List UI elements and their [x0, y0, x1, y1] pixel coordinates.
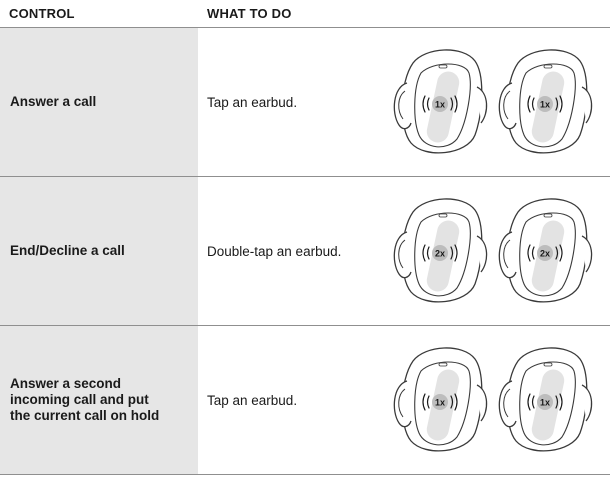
earbud-drawing: 2x: [393, 198, 488, 303]
table-row-end-decline-call: End/Decline a call Double-tap an earbud.…: [0, 177, 610, 326]
control-label: Answer a call: [10, 94, 97, 109]
tap-count-label: 1x: [435, 100, 445, 110]
tap-count-label: 1x: [540, 398, 550, 408]
earbud-illustration: 1x 1x: [385, 326, 610, 474]
action-cell: Tap an earbud.: [207, 392, 298, 408]
action-cell: Tap an earbud.: [207, 94, 298, 110]
control-cell: Answer a call: [0, 28, 198, 176]
earbud-drawing: 1x: [498, 49, 593, 154]
right-earbud-icon: 1x: [490, 43, 600, 163]
left-earbud-icon: 1x: [385, 43, 495, 163]
earbud-drawing: 1x: [498, 347, 593, 452]
control-cell: Answer a second incoming call and put th…: [0, 326, 198, 474]
table-row-answer-call: Answer a call Tap an earbud. 1x 1x: [0, 28, 610, 177]
action-cell: Double-tap an earbud.: [207, 243, 342, 259]
table-header: CONTROL WHAT TO DO: [0, 0, 610, 28]
earbud-illustration: 2x 2x: [385, 177, 610, 325]
header-control: CONTROL: [9, 6, 75, 21]
control-cell: End/Decline a call: [0, 177, 198, 325]
control-label: Answer a second incoming call and put th…: [10, 376, 160, 423]
table-row-hold-call: Answer a second incoming call and put th…: [0, 326, 610, 475]
earbud-drawing: 1x: [393, 347, 488, 452]
left-earbud-icon: 2x: [385, 192, 495, 312]
tap-count-label: 2x: [540, 249, 550, 259]
earbud-drawing: 1x: [393, 49, 488, 154]
left-earbud-icon: 1x: [385, 341, 495, 461]
header-what-to-do: WHAT TO DO: [207, 6, 292, 21]
earbud-illustration: 1x 1x: [385, 28, 610, 176]
right-earbud-icon: 1x: [490, 341, 600, 461]
earbud-drawing: 2x: [498, 198, 593, 303]
control-label: End/Decline a call: [10, 243, 125, 258]
tap-count-label: 2x: [435, 249, 445, 259]
tap-count-label: 1x: [435, 398, 445, 408]
tap-count-label: 1x: [540, 100, 550, 110]
right-earbud-icon: 2x: [490, 192, 600, 312]
